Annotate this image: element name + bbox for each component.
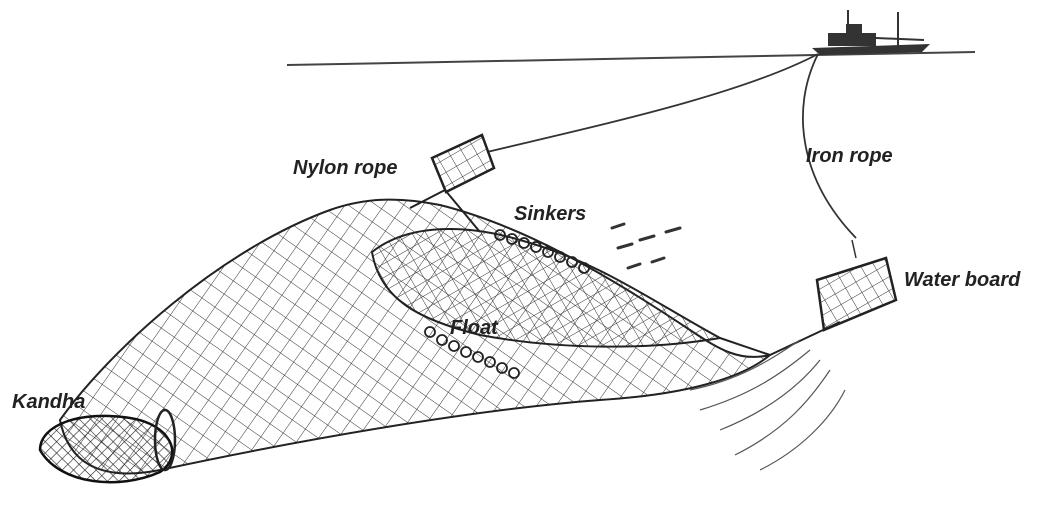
net-cod-end xyxy=(40,416,172,482)
label-float: Float xyxy=(450,318,498,338)
nylon-rope-board xyxy=(432,135,494,192)
tow-rope-left xyxy=(487,54,818,152)
label-iron-rope: Iron rope xyxy=(806,146,893,166)
sea-surface-line xyxy=(287,52,975,65)
boat xyxy=(812,10,930,55)
fish-school xyxy=(612,224,680,268)
label-nylon-rope: Nylon rope xyxy=(293,158,397,178)
label-sinkers: Sinkers xyxy=(514,204,586,224)
water-board-shape xyxy=(817,240,896,330)
label-water-board: Water board xyxy=(904,270,1020,290)
label-kandha: Kandha xyxy=(12,392,85,412)
